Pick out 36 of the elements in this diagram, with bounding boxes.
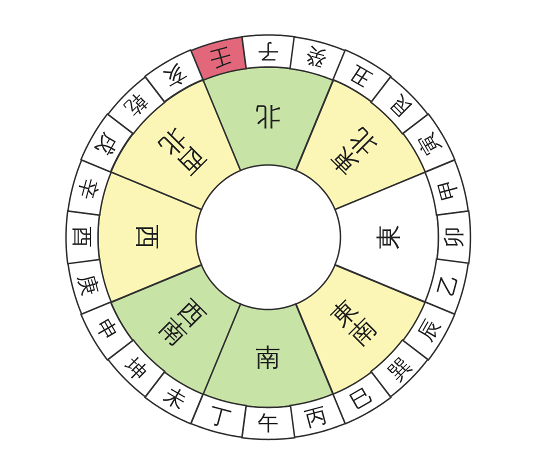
mountain-label: 壬 (206, 44, 233, 71)
direction-label: 南 (255, 344, 280, 372)
mountain-label: 申 (92, 315, 122, 345)
direction-label: 西 (134, 224, 160, 250)
mountain-label: 酉 (70, 226, 94, 248)
mountain-label: 卯 (442, 226, 465, 248)
mountain-label: 巽 (384, 353, 415, 384)
ring-segment (425, 259, 468, 314)
mountain-label: 坤 (121, 353, 152, 384)
mountain-label: 艮 (384, 90, 415, 121)
direction-label: 北 (255, 102, 280, 130)
mountain-label: 丑 (346, 61, 376, 91)
mountain-label: 辰 (414, 315, 444, 345)
mountain-label: 巳 (346, 383, 376, 413)
mountain-label: 午 (257, 412, 278, 434)
ring-segment (190, 394, 246, 438)
mountain-label: 丙 (303, 403, 330, 430)
ring-segment (66, 210, 100, 264)
mountain-label: 癸 (303, 44, 330, 71)
mountain-label: 庚 (74, 272, 102, 298)
ring-segment (242, 35, 294, 68)
mountain-label: 丁 (206, 403, 233, 430)
mountain-label: 子 (257, 40, 278, 62)
direction-label: 西北 (155, 124, 210, 179)
mountain-label: 未 (160, 383, 190, 413)
mountain-label: 辛 (74, 176, 102, 202)
direction-label: 東 (376, 224, 402, 250)
mountain-label: 戌 (92, 129, 122, 159)
mountain-label: 乾 (121, 90, 152, 121)
mountain-label: 寅 (414, 129, 444, 159)
direction-label: 東北 (326, 124, 381, 179)
mountain-label: 亥 (160, 61, 190, 91)
direction-label: 西南 (155, 295, 210, 350)
mountain-label: 乙 (434, 272, 461, 298)
mountain-label: 甲 (434, 176, 461, 202)
direction-label: 東南 (326, 295, 381, 350)
